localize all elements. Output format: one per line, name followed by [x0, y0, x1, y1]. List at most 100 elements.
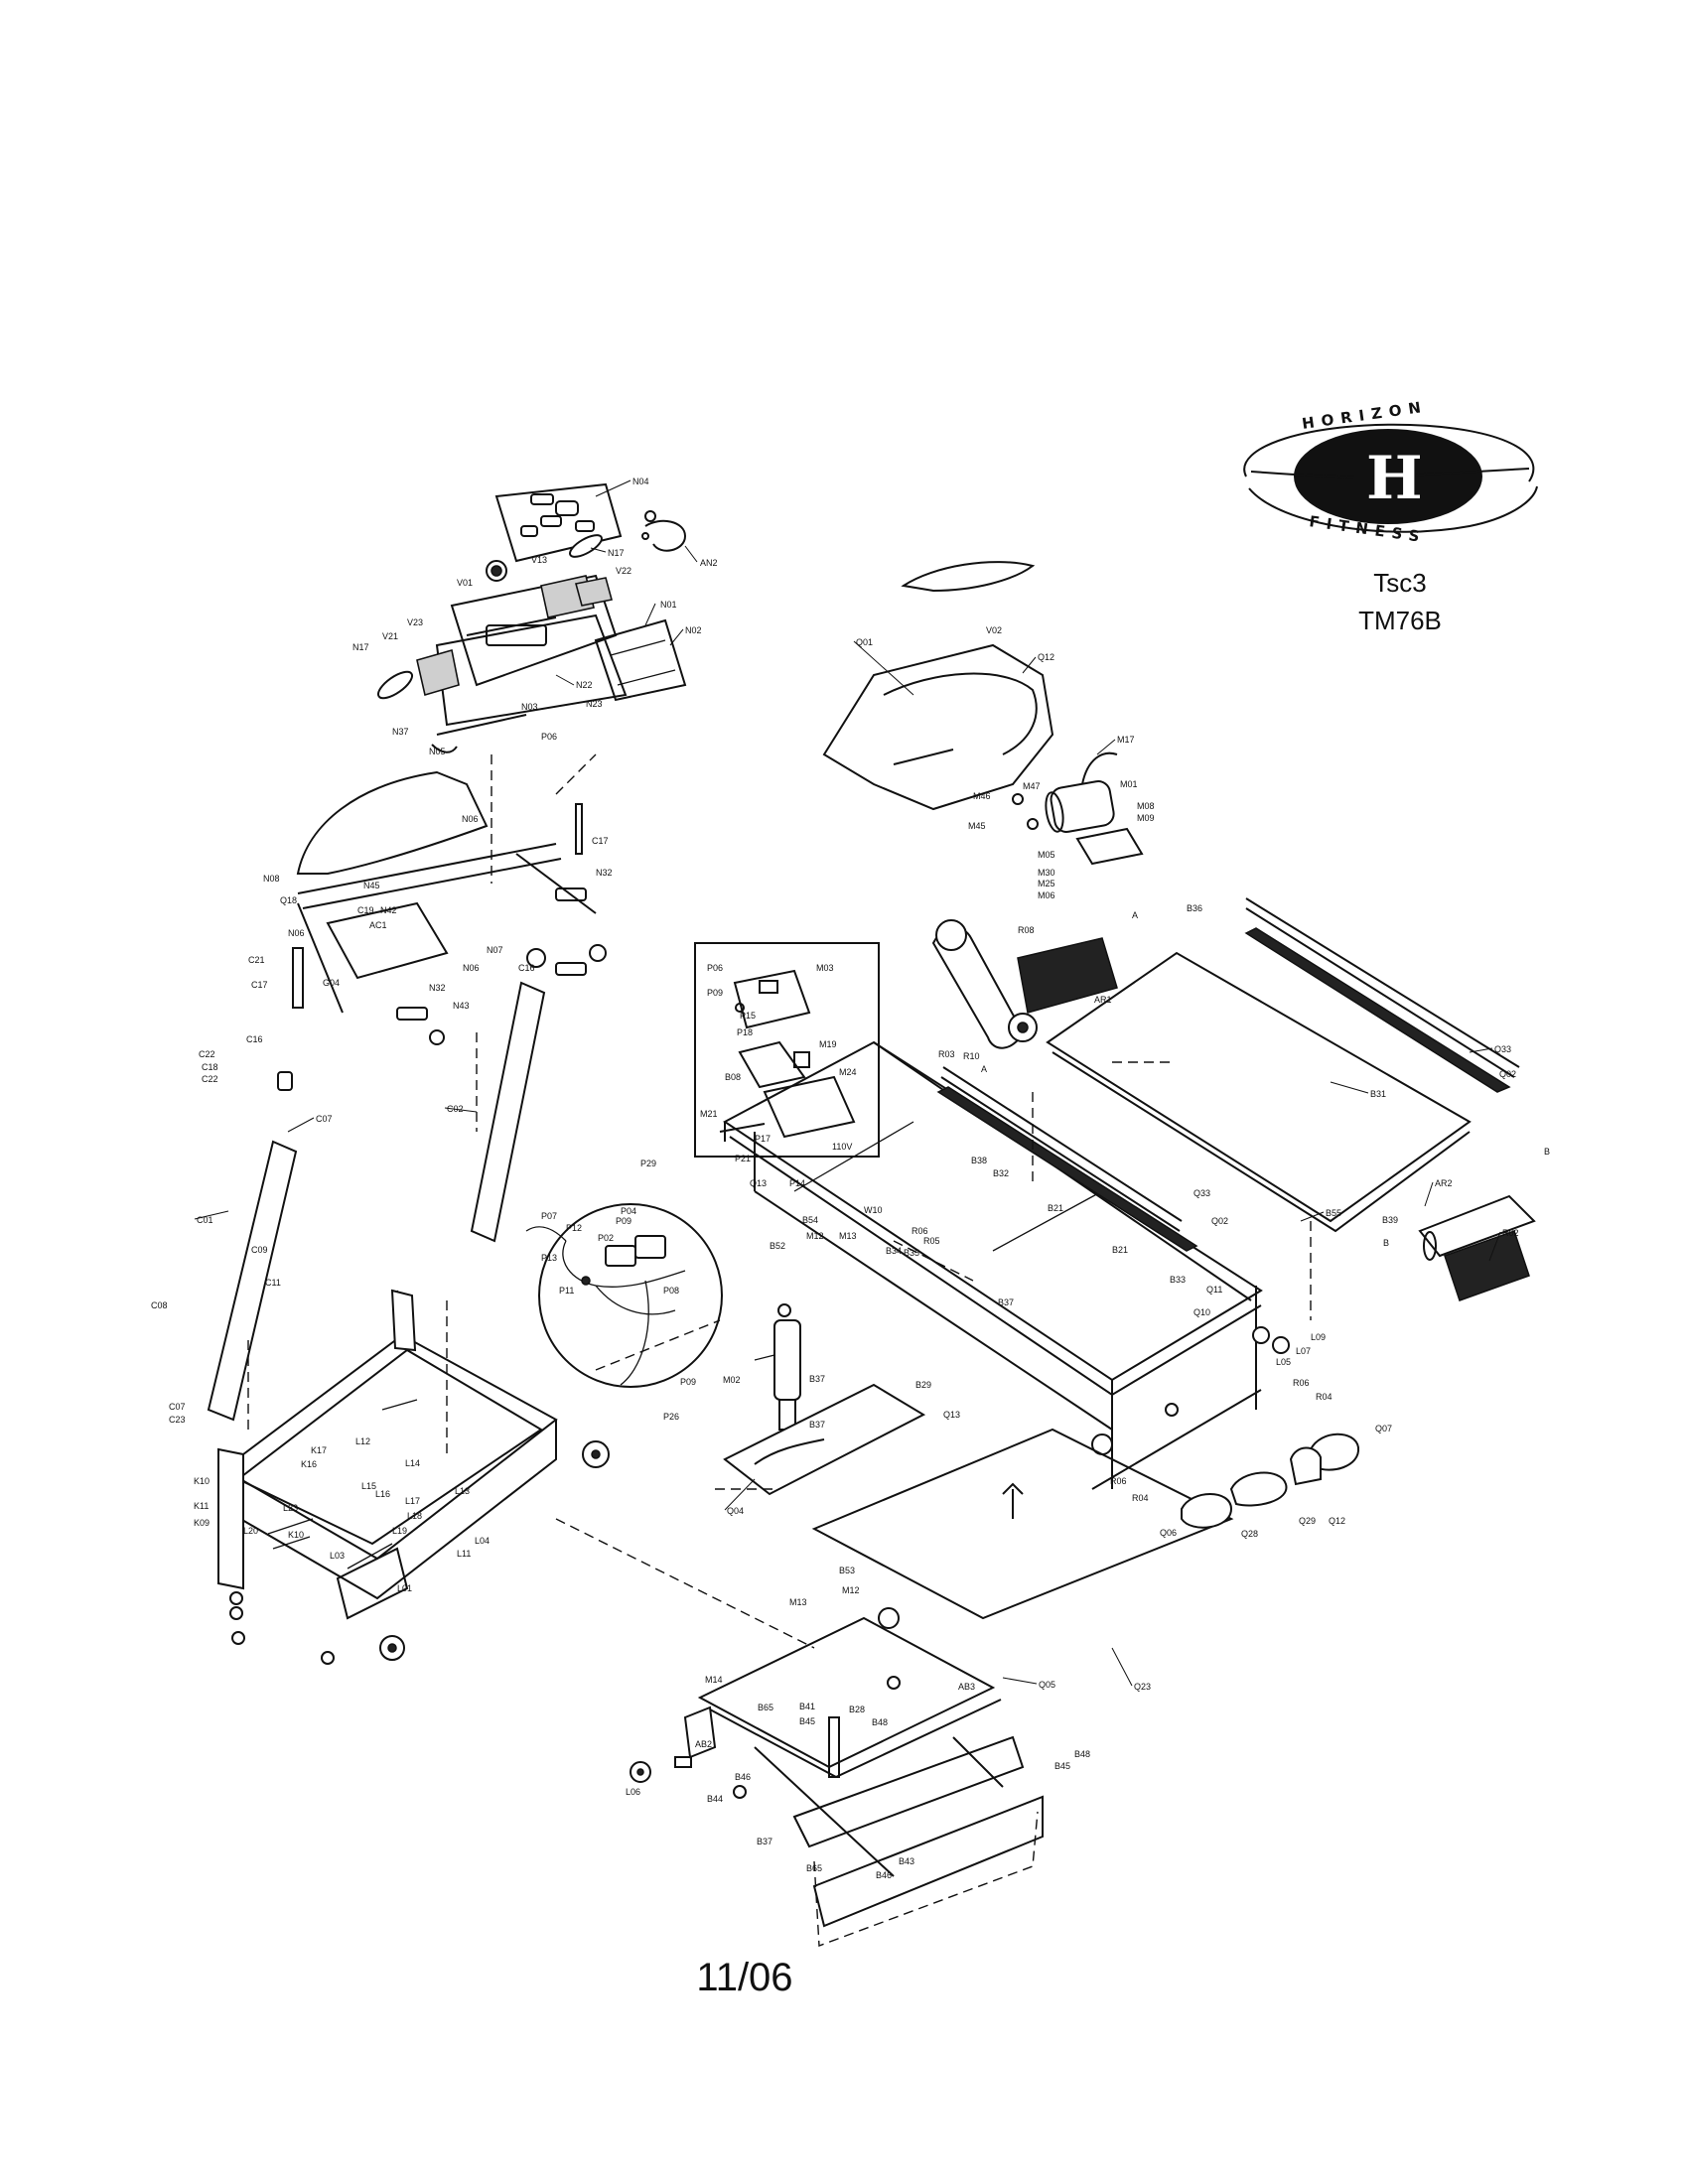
part-label: P29 [640, 1159, 656, 1168]
part-label: N05 [429, 747, 446, 756]
part-label: V02 [986, 625, 1002, 635]
part-label: N04 [632, 477, 649, 486]
leader-lines [194, 479, 1501, 1687]
part-label: P11 [559, 1286, 574, 1296]
part-label: Q12 [1038, 652, 1054, 662]
part-label: AN2 [700, 558, 718, 568]
part-label: B34 [886, 1246, 902, 1256]
part-label: B37 [809, 1420, 825, 1430]
part-label: L05 [1276, 1357, 1291, 1367]
part-label: B65 [758, 1703, 773, 1712]
part-label: L04 [475, 1536, 490, 1546]
part-label: P12 [566, 1223, 582, 1233]
part-label: AB2 [695, 1739, 712, 1749]
part-label: K11 [194, 1501, 209, 1511]
part-label: N06 [462, 814, 479, 824]
part-label: L19 [392, 1526, 407, 1536]
handlebar-upright-assembly [207, 770, 607, 1422]
part-label: V22 [616, 566, 632, 576]
part-label: K17 [311, 1445, 327, 1455]
part-label: Q33 [1193, 1188, 1210, 1198]
part-label: C19 [357, 905, 374, 915]
part-label: Q02 [1499, 1069, 1516, 1079]
part-label: B38 [971, 1156, 987, 1165]
part-label: Q18 [280, 895, 297, 905]
part-label: N22 [576, 680, 593, 690]
part-label: Q29 [1299, 1516, 1316, 1526]
part-label: B [1544, 1147, 1550, 1157]
model-number: TM76B [1358, 606, 1442, 635]
part-label: B45 [799, 1716, 815, 1726]
part-label: P21 [735, 1154, 751, 1163]
part-label: Q13 [943, 1410, 960, 1420]
part-label: C17 [592, 836, 609, 846]
part-label: W10 [864, 1205, 883, 1215]
part-label: M02 [723, 1375, 741, 1385]
part-label: B55 [1326, 1208, 1341, 1218]
part-label: Q06 [1160, 1528, 1177, 1538]
part-label: Q05 [1039, 1680, 1055, 1690]
side-rail-upper [1244, 897, 1520, 1093]
part-label: B36 [1187, 903, 1202, 913]
part-label: Q01 [856, 637, 873, 647]
part-label: N02 [685, 625, 702, 635]
part-label: M12 [842, 1585, 860, 1595]
part-label: Q07 [1375, 1424, 1392, 1433]
base-frame-assembly [217, 1289, 610, 1665]
part-label: N45 [363, 881, 380, 890]
console-assembly [376, 482, 687, 753]
part-label: B31 [1370, 1089, 1386, 1099]
part-label: L16 [375, 1489, 390, 1499]
part-label: B37 [809, 1374, 825, 1384]
part-label: L18 [407, 1511, 422, 1521]
part-label: C07 [169, 1402, 186, 1412]
part-labels: N04 AN2 N17 V01 V13 V22 N01 N02 V23 V21 … [151, 477, 1550, 1880]
part-label: N37 [392, 727, 409, 737]
part-label: B52 [770, 1241, 785, 1251]
part-label: C01 [197, 1215, 213, 1225]
part-label: L23 [283, 1503, 298, 1513]
part-label: R10 [963, 1051, 980, 1061]
part-label: B37 [757, 1837, 772, 1846]
part-label: N42 [380, 905, 397, 915]
running-deck-upper [1046, 951, 1472, 1233]
part-label: N06 [288, 928, 305, 938]
part-label: C18 [202, 1062, 218, 1072]
part-label: N01 [660, 600, 677, 610]
part-label: P17 [755, 1134, 771, 1144]
part-label: P09 [616, 1216, 632, 1226]
part-label: M24 [839, 1067, 857, 1077]
part-label: N17 [352, 642, 369, 652]
part-label: M46 [973, 791, 991, 801]
part-label: C17 [251, 980, 268, 990]
part-label: C07 [316, 1114, 333, 1124]
part-label: P04 [621, 1206, 636, 1216]
part-label: B53 [839, 1566, 855, 1575]
part-label: P02 [598, 1233, 614, 1243]
part-label: M30 [1038, 868, 1055, 878]
part-label: R06 [1293, 1378, 1310, 1388]
part-label: R04 [1316, 1392, 1333, 1402]
part-label: C21 [248, 955, 265, 965]
part-label: B32 [993, 1168, 1009, 1178]
part-label: C16 [518, 963, 535, 973]
logo-arc-top-text: HORIZON [1301, 397, 1429, 433]
part-label: L01 [397, 1583, 412, 1593]
part-label: N03 [521, 702, 538, 712]
part-label: V21 [382, 631, 398, 641]
part-label: L06 [626, 1787, 640, 1797]
part-label: R08 [1018, 925, 1035, 935]
part-label: P06 [541, 732, 557, 742]
part-label: N07 [487, 945, 503, 955]
part-label: B44 [707, 1794, 723, 1804]
part-label: R05 [923, 1236, 940, 1246]
part-label: Q02 [1211, 1216, 1228, 1226]
part-label: L17 [405, 1496, 420, 1506]
part-label: AB3 [958, 1682, 975, 1692]
part-label: R06 [912, 1226, 928, 1236]
part-label: Q10 [1193, 1307, 1210, 1317]
part-label: L07 [1296, 1346, 1311, 1356]
part-label: B28 [849, 1705, 865, 1714]
part-label: B45 [1054, 1761, 1070, 1771]
side-rail-lower [936, 1066, 1198, 1252]
